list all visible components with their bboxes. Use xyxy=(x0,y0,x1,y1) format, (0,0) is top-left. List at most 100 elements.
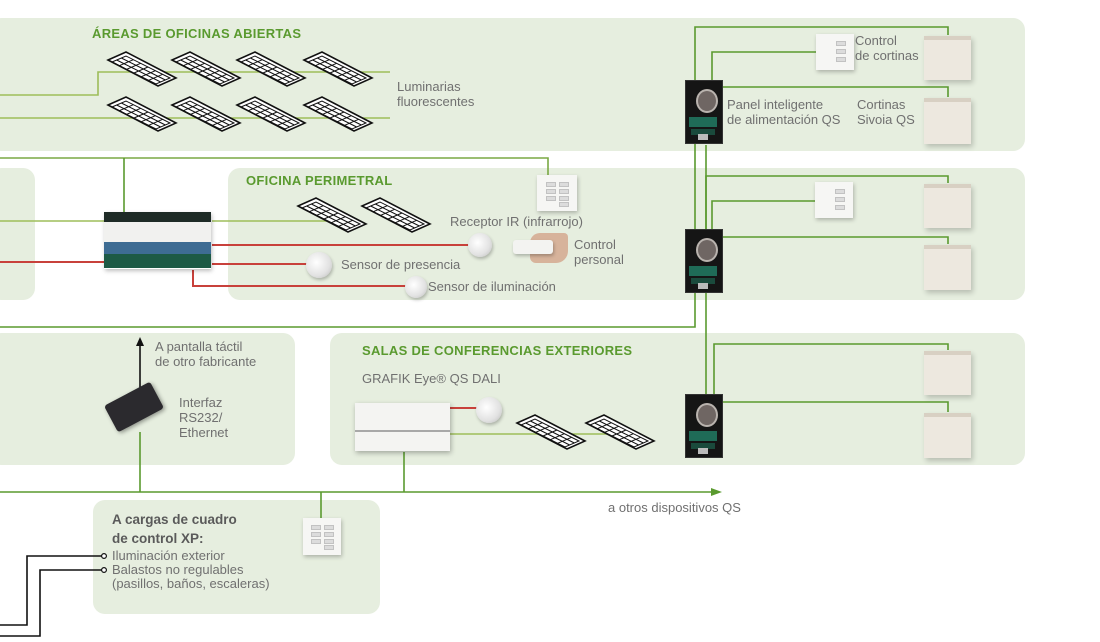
panel-terminals xyxy=(691,278,715,284)
keypad-button[interactable] xyxy=(559,182,569,187)
fluorescent-fixture-icon[interactable] xyxy=(170,51,242,87)
keypad-button[interactable] xyxy=(559,189,569,194)
label-sivoia-shades: Cortinas Sivoia QS xyxy=(857,97,915,127)
roller-shade-icon[interactable] xyxy=(924,98,971,144)
roller-shade-icon[interactable] xyxy=(924,413,971,458)
keypad-button[interactable] xyxy=(324,532,334,537)
keypad-button[interactable] xyxy=(311,525,321,530)
label-line: Balastos no regulables xyxy=(112,562,244,577)
keypad-button[interactable] xyxy=(836,57,846,62)
wire-red-daylight xyxy=(192,270,410,287)
label-personal-control: Control personal xyxy=(574,237,624,267)
keypad-button[interactable] xyxy=(835,197,845,202)
panel-connector xyxy=(698,283,708,289)
keypad-button[interactable] xyxy=(559,196,569,201)
label-line: A pantalla táctil xyxy=(155,339,243,354)
keypad-button[interactable] xyxy=(324,525,334,530)
wire-panel2-to-shade4 xyxy=(722,236,949,244)
zone-title-conference: SALAS DE CONFERENCIAS EXTERIORES xyxy=(362,343,633,358)
label-line: de otro fabricante xyxy=(155,354,257,369)
keypad-button[interactable] xyxy=(835,189,845,194)
zone-left-middle xyxy=(0,168,35,300)
power-panel-icon[interactable] xyxy=(685,394,723,458)
keypad-button[interactable] xyxy=(836,49,846,54)
fluorescent-fixture-icon[interactable] xyxy=(302,51,374,87)
zone-title-perimeter-office: OFICINA PERIMETRAL xyxy=(246,173,393,188)
fluorescent-fixture-icon[interactable] xyxy=(360,197,432,233)
module-terminal-row xyxy=(104,212,211,222)
fluorescent-fixture-icon[interactable] xyxy=(296,197,368,233)
label-line: fluorescentes xyxy=(397,94,475,109)
ir-receiver-icon[interactable] xyxy=(468,233,492,257)
occupancy-sensor-icon[interactable] xyxy=(306,252,332,278)
daylight-sensor-icon[interactable] xyxy=(405,276,427,298)
label-daylight-sensor: Sensor de iluminación xyxy=(428,279,556,294)
label-occupancy-sensor: Sensor de presencia xyxy=(341,257,461,272)
wire-panel2-to-keypad xyxy=(711,200,815,230)
wire-qs-bus-top xyxy=(0,157,549,176)
keypad-button[interactable] xyxy=(559,202,569,207)
label-ir-receiver: Receptor IR (infrarrojo) xyxy=(450,214,583,229)
label-line: Ethernet xyxy=(179,425,229,440)
shade-control-keypad[interactable] xyxy=(815,182,853,218)
label-xp-panel-title: A cargas de cuadro de control XP: xyxy=(112,510,237,548)
power-panel-icon[interactable] xyxy=(685,80,723,144)
keypad-button[interactable] xyxy=(311,532,321,537)
label-other-qs-devices: a otros dispositivos QS xyxy=(608,500,741,515)
wire-panel3-to-shade6 xyxy=(722,401,949,412)
label-line: (pasillos, baños, escaleras) xyxy=(112,576,270,591)
fluorescent-fixture-icon[interactable] xyxy=(515,414,587,450)
shade-control-keypad[interactable] xyxy=(816,34,854,70)
fluorescent-fixture-icon[interactable] xyxy=(584,414,656,450)
label-line: Control xyxy=(574,237,616,252)
fluorescent-fixture-icon[interactable] xyxy=(235,96,307,132)
seetouch-keypad-icon[interactable] xyxy=(537,175,577,211)
panel-dial xyxy=(696,238,718,262)
wire-panel1-to-keypad xyxy=(711,51,818,82)
wire-panel1-to-shade2 xyxy=(722,86,949,97)
fluorescent-fixture-icon[interactable] xyxy=(106,96,178,132)
seetouch-keypad-icon[interactable] xyxy=(303,518,341,555)
qs-sensor-module-icon[interactable] xyxy=(104,212,211,269)
terminal-exterior-icon xyxy=(100,552,107,559)
roller-shade-icon[interactable] xyxy=(924,245,971,290)
zone-title-open-office: ÁREAS DE OFICINAS ABIERTAS xyxy=(92,26,302,41)
occupancy-sensor-icon[interactable] xyxy=(476,397,502,423)
roller-shade-icon[interactable] xyxy=(924,36,971,80)
label-shade-control: Control de cortinas xyxy=(855,33,919,63)
keypad-button[interactable] xyxy=(546,196,556,201)
power-panel-icon[interactable] xyxy=(685,229,723,293)
panel-dial xyxy=(696,403,718,427)
label-line: Sivoia QS xyxy=(857,112,915,127)
wire-panel2-to-shade3 xyxy=(705,175,949,230)
wire-bus-to-panels xyxy=(0,26,949,328)
module-label-row xyxy=(104,222,211,242)
ir-remote-icon[interactable] xyxy=(513,240,553,254)
label-line: Luminarias xyxy=(397,79,461,94)
grafik-divider xyxy=(355,430,450,432)
zone-perimeter-office xyxy=(228,168,1025,300)
keypad-button[interactable] xyxy=(324,545,334,550)
keypad-button[interactable] xyxy=(324,539,334,544)
wire-xp-non-dim-ballasts xyxy=(0,569,102,637)
keypad-button[interactable] xyxy=(311,539,321,544)
fluorescent-fixture-icon[interactable] xyxy=(235,51,307,87)
keypad-button[interactable] xyxy=(546,182,556,187)
fluorescent-fixture-icon[interactable] xyxy=(106,51,178,87)
arrow-up-icon xyxy=(136,337,144,346)
panel-terminals xyxy=(689,266,717,276)
keypad-button[interactable] xyxy=(836,41,846,46)
zone-open-office xyxy=(0,18,1025,151)
roller-shade-icon[interactable] xyxy=(924,351,971,395)
keypad-button[interactable] xyxy=(835,205,845,210)
arrow-right-icon xyxy=(711,488,722,496)
roller-shade-icon[interactable] xyxy=(924,184,971,228)
panel-terminals xyxy=(689,431,717,441)
terminal-ballast-icon xyxy=(100,566,107,573)
grafik-eye-control-icon[interactable] xyxy=(355,403,450,451)
label-line: A cargas de cuadro xyxy=(112,512,237,527)
panel-dial xyxy=(696,89,718,113)
fluorescent-fixture-icon[interactable] xyxy=(302,96,374,132)
fluorescent-fixture-icon[interactable] xyxy=(170,96,242,132)
keypad-button[interactable] xyxy=(546,189,556,194)
